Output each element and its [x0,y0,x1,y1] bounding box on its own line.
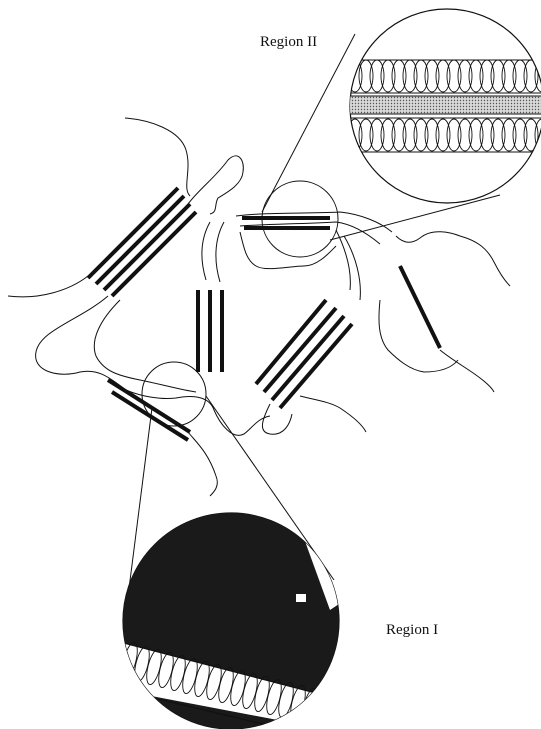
region-1-label: Region I [386,622,438,639]
stem [400,266,440,348]
chain-top-left-tail [125,118,190,196]
stem [280,324,352,408]
chain-bottom-right [300,396,366,432]
stem [264,308,336,392]
stem [88,188,178,278]
chain-top-loop [188,156,243,214]
chain-right-tail [396,232,510,286]
stem [112,392,188,440]
region-2-dotted-band [340,96,541,114]
chain-right-side [336,230,360,300]
region-1-source-circle [142,362,206,426]
chain-left-tail [8,276,88,297]
chain-bottom-tail [188,432,217,496]
region-2-label: Region II [260,34,317,51]
stem [108,380,190,432]
chain-lower-loop [262,404,292,434]
chain-outer-contour [36,296,270,435]
stem [272,316,344,400]
region-1-magnifier [120,362,369,729]
region-2-guide-line [330,195,500,240]
region-2-guide-line [262,34,355,212]
chain-bottom-right-tail [440,350,494,392]
chain-right-loop [379,300,458,372]
chain-inner-loop [202,222,224,282]
crystalline-stems [88,188,440,440]
stem [256,300,326,384]
